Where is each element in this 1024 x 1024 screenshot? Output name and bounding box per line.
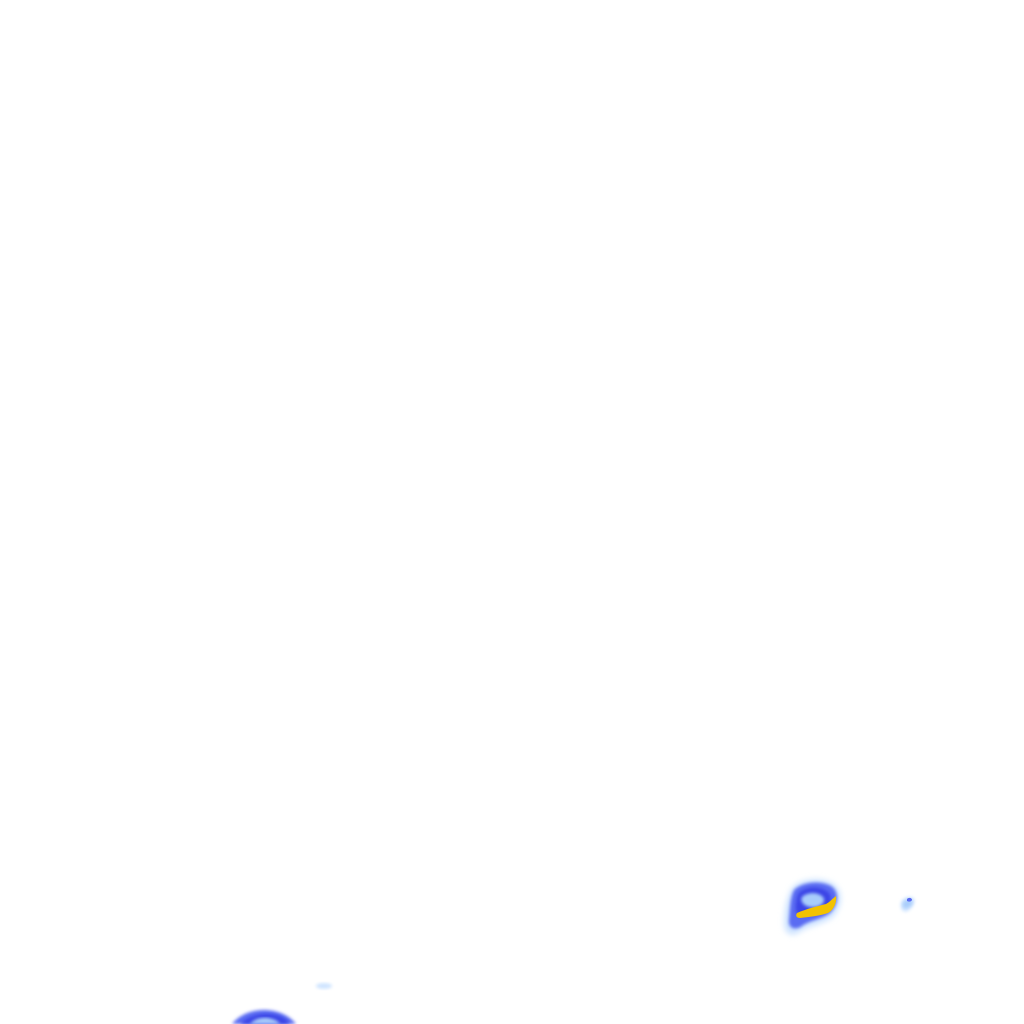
precip-cell-main-peak — [796, 896, 837, 918]
precip-cell-main — [784, 879, 841, 935]
precip-cell-small-right-medium — [907, 897, 912, 902]
precip-cell-speck-light — [316, 983, 332, 989]
precip-cell-main-pale-core — [801, 893, 825, 908]
precip-cell-bottom-edge — [232, 1010, 296, 1024]
precip-cell-bottom-edge-pale — [250, 1017, 280, 1024]
precip-cell-small-right — [900, 896, 915, 912]
precip-cell-speck — [316, 983, 332, 989]
